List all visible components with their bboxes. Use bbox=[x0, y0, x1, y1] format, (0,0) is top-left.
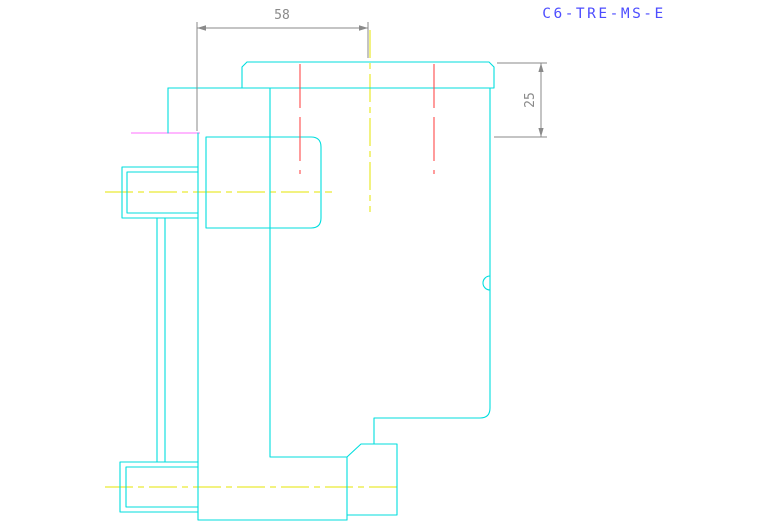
main-body-outline bbox=[167, 87, 491, 521]
title-group: C6-TRE-MS-E bbox=[542, 6, 666, 22]
lower-hub-outline bbox=[119, 461, 199, 513]
width-dimension-label: 58 bbox=[274, 8, 290, 23]
height-dimension-label: 25 bbox=[523, 92, 538, 108]
arrow-top bbox=[538, 63, 544, 72]
hidden-lines bbox=[299, 64, 435, 174]
height-dimension-line bbox=[494, 62, 547, 138]
arrow-right bbox=[359, 25, 368, 31]
top-flange-outline bbox=[167, 61, 495, 89]
centerlines bbox=[105, 30, 400, 488]
dimension-labels: 58 25 bbox=[274, 8, 538, 108]
dimension-arrows bbox=[197, 25, 544, 137]
drawing-title: C6-TRE-MS-E bbox=[542, 6, 666, 22]
stem-outline bbox=[156, 217, 166, 463]
arrow-left bbox=[197, 25, 206, 31]
arrow-bottom bbox=[538, 128, 544, 137]
width-dimension-line bbox=[196, 22, 369, 131]
pocket-outline bbox=[205, 136, 322, 229]
upper-hub-outline bbox=[121, 166, 199, 219]
part-geometry bbox=[119, 61, 495, 521]
right-edge-notch bbox=[482, 275, 491, 291]
bottom-right-block-outline bbox=[346, 443, 398, 521]
